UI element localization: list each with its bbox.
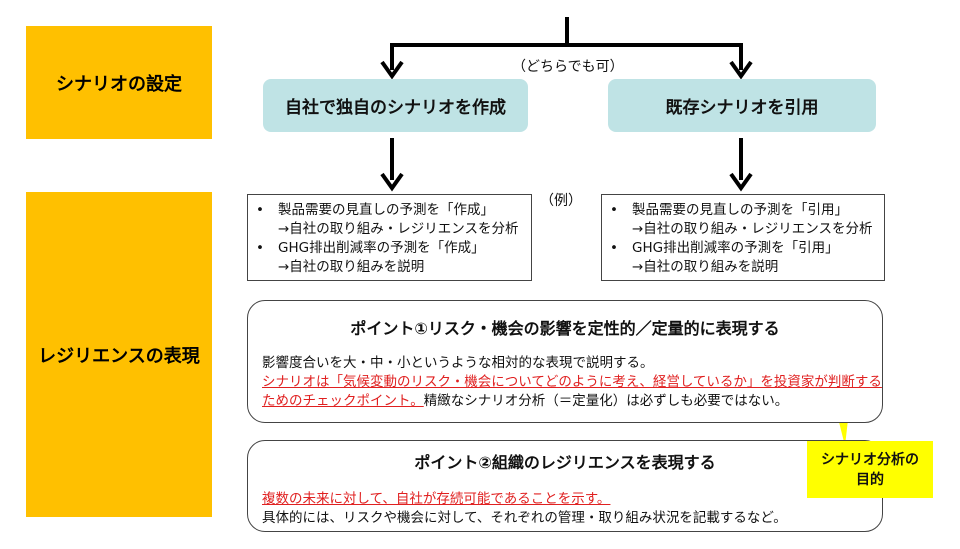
- point2-line2: 具体的には、リスクや機会に対して、それぞれの管理・取り組み状況を記載するなど。: [262, 510, 787, 526]
- arrowhead-right-top: [729, 60, 753, 80]
- right-example-box: • 製品需要の見直しの予測を「引用」 →自社の取り組み・レジリエンスを分析 • GH…: [601, 194, 885, 281]
- example-text: GHG排出削減率の予測を「作成」: [278, 240, 485, 256]
- example-text: GHG排出削減率の予測を「引用」: [632, 240, 839, 256]
- bullet-icon: •: [610, 240, 618, 256]
- own-scenario-text: 自社で独自のシナリオを作成: [285, 98, 506, 118]
- example-label: （例）: [540, 193, 582, 209]
- example-text: 製品需要の見直しの予測を「作成」: [278, 202, 494, 218]
- example-sub: →自社の取り組み・レジリエンスを分析: [632, 221, 873, 237]
- left-example-box: • 製品需要の見直しの予測を「作成」 →自社の取り組み・レジリエンスを分析 • GH…: [247, 194, 532, 281]
- point1-red-line2: シナリオは「気候変動のリスク・機会についてどのように考え、経営しているか」を投資…: [262, 374, 882, 390]
- example-text: 製品需要の見直しの予測を「引用」: [632, 202, 848, 218]
- scenario-setting-text: シナリオの設定: [56, 73, 182, 95]
- list-item: • GHG排出削減率の予測を「引用」: [610, 239, 878, 258]
- example-sub: →自社の取り組み・レジリエンスを分析: [278, 221, 519, 237]
- point1-red-line3: ためのチェックポイント。: [262, 393, 424, 409]
- example-sub: →自社の取り組みを説明: [278, 259, 425, 275]
- either-ok-note: （どちらでも可）: [512, 59, 624, 75]
- callout-line2: 目的: [856, 471, 884, 488]
- point1-line3: ためのチェックポイント。精緻なシナリオ分析（＝定量化）は必ずしも必要ではない。: [262, 392, 788, 410]
- point2-title: ポイント②組織のレジリエンスを表現する: [414, 453, 716, 472]
- own-scenario-box: 自社で独自のシナリオを作成: [263, 79, 528, 132]
- list-item: • GHG排出削減率の予測を「作成」: [256, 239, 525, 258]
- callout-line1: シナリオ分析の: [821, 451, 919, 468]
- resilience-expression-text: レジリエンスの表現: [38, 345, 200, 367]
- list-item: • 製品需要の見直しの予測を「作成」: [256, 201, 525, 220]
- list-item: • 製品需要の見直しの予測を「引用」: [610, 201, 878, 220]
- arrowhead-left-top: [380, 60, 404, 80]
- arrowhead-left-bottom: [380, 172, 404, 192]
- point2-box: ポイント②組織のレジリエンスを表現する 複数の未来に対して、自社が存続可能である…: [247, 440, 883, 532]
- point1-line1: 影響度合いを大・中・小というような相対的な表現で説明する。: [262, 355, 654, 371]
- point1-line3-rest: 精緻なシナリオ分析（＝定量化）は必ずしも必要ではない。: [423, 393, 789, 409]
- existing-scenario-box: 既存シナリオを引用: [608, 79, 876, 132]
- resilience-expression-label: レジリエンスの表現: [26, 192, 212, 517]
- bullet-icon: •: [256, 202, 264, 218]
- existing-scenario-text: 既存シナリオを引用: [665, 98, 819, 118]
- scenario-setting-label: シナリオの設定: [26, 26, 212, 139]
- scenario-purpose-callout: シナリオ分析の 目的: [807, 441, 933, 498]
- bullet-icon: •: [610, 202, 618, 218]
- example-sub: →自社の取り組みを説明: [632, 259, 779, 275]
- arrowhead-right-bottom: [729, 172, 753, 192]
- point2-red-line1: 複数の未来に対して、自社が存続可能であることを示す。: [262, 491, 611, 507]
- bullet-icon: •: [256, 240, 264, 256]
- point1-title: ポイント①リスク・機会の影響を定性的／定量的に表現する: [350, 319, 780, 338]
- point1-box: ポイント①リスク・機会の影響を定性的／定量的に表現する 影響度合いを大・中・小と…: [247, 300, 883, 423]
